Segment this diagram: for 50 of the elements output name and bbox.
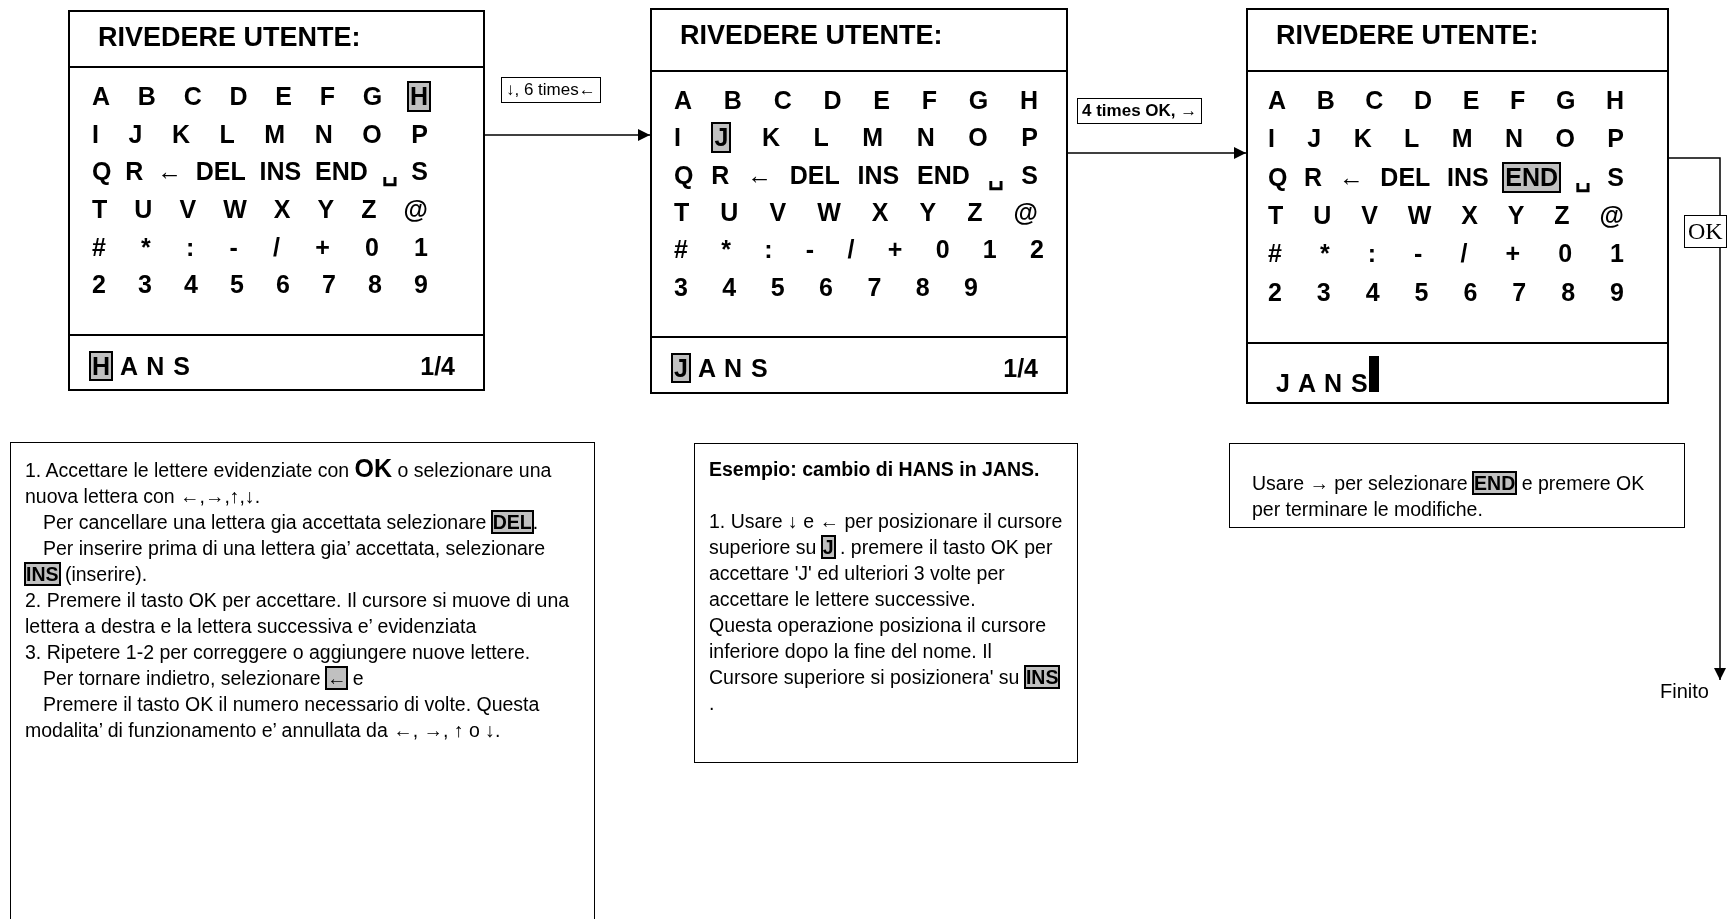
note-box [694, 443, 1078, 763]
arrow [1668, 157, 1726, 681]
character-row-text: I J K L M N O P [673, 123, 1039, 153]
note-text: Usare → per selezionare END e premere OK per terminare le modifiche. [1252, 471, 1646, 522]
character-row-text: Q R ← DEL INS END ␣ S [1267, 162, 1625, 192]
note-box [10, 442, 595, 919]
screen-title: RIVEDERE UTENTE: [652, 10, 1066, 72]
note-heading: Esempio: cambio di HANS in JANS. [709, 457, 1041, 482]
character-row-text: A B C D E F G H [673, 86, 1039, 115]
character-row-text: I J K L M N O P [91, 119, 429, 149]
name-text: H A N S [90, 352, 190, 381]
character-row-text: 2 3 4 5 6 7 8 9 [91, 270, 429, 300]
end-label: Finito [1660, 680, 1730, 710]
arrow [1067, 147, 1247, 159]
screen-title: RIVEDERE UTENTE: [1248, 10, 1667, 72]
character-row-text: T U V W X Y Z @ [673, 198, 1039, 227]
edge-label: ↓, 6 times← [501, 77, 601, 103]
note-text: 1. Accettare le lettere evidenziate con OK o selezionare una nuova lettera con ←,→,↑,↓. [25, 455, 553, 509]
character-row-text: 3 4 5 6 7 8 9 [673, 272, 979, 302]
arrow [484, 129, 651, 141]
note-text: Per tornare indietro, selezionare ← e [42, 666, 365, 691]
screen-title: RIVEDERE UTENTE: [70, 12, 483, 68]
note-text: Per cancellare una lettera gia accettata selezionare DEL. [42, 510, 540, 535]
note-text: Per inserire prima di una lettera gia’ accettata, selezionare INS (inserire). [25, 536, 547, 587]
display-screen [1246, 8, 1669, 404]
note-text: 3. Ripetere 1-2 per correggere o aggiungere nuove lettere. [25, 640, 532, 665]
character-row-text: 2 3 4 5 6 7 8 9 [1267, 277, 1625, 307]
character-row-text: A B C D E F G H [91, 82, 430, 111]
name-text: J A N S [672, 354, 768, 383]
page-number: 1/4 [420, 352, 455, 381]
character-row-text: Q R ← DEL INS END ␣ S [91, 157, 429, 187]
note-text: 1. Usare ↓ e ← per posizionare il cursore superiore su J . premere il tasto OK per accettare 'J' ed ulteriori 3 volte per accettare le lettere successive. [709, 509, 1063, 612]
character-row-text: # * : - / + 0 1 [91, 232, 429, 262]
display-screen [68, 10, 485, 391]
character-row-text: I J K L M N O P [1267, 124, 1625, 154]
page-number: 1/4 [1003, 354, 1038, 383]
name-text: J A N S [1276, 369, 1368, 398]
note-box [1229, 443, 1685, 528]
note-text: 2. Premere il tasto OK per accettare. Il cursore si muove di una lettera a destra e la lettera successiva e’ evidenziata [25, 588, 571, 639]
character-row-text: T U V W X Y Z @ [1267, 201, 1625, 230]
edge-label: OK [1684, 215, 1727, 248]
character-row-text: A B C D E F G H [1267, 86, 1625, 115]
character-row-text: Q R ← DEL INS END ␣ S [673, 160, 1039, 190]
character-row-text: T U V W X Y Z @ [91, 195, 429, 224]
note-text: Premere il tasto OK il numero necessario di volte. Questa modalita’ di funzionamento e’ annullata da ←, →, ↑ o ↓. [25, 692, 541, 743]
display-screen [650, 8, 1068, 394]
character-row-text: # * : - / + 0 1 2 [673, 235, 1045, 265]
edge-label: 4 times OK, → [1077, 98, 1203, 124]
note-text: Questa operazione posiziona il cursore inferiore dopo la fine del nome. Il Cursore superiore si posizionera' su INS . [709, 613, 1061, 716]
character-row-text: # * : - / + 0 1 [1267, 239, 1625, 269]
